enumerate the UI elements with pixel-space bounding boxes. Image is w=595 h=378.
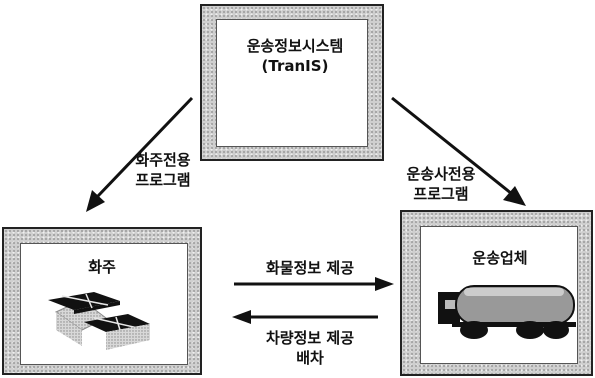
arrow-freight-info [234, 277, 394, 291]
vehicle-info-label: 차량정보 제공 [265, 329, 355, 347]
system-title: 운송정보시스템 [246, 37, 344, 55]
carrier-title: 운송업체 [472, 249, 528, 267]
boxes-icon [48, 292, 150, 350]
carrier-program-label-1: 운송사전용 [406, 165, 476, 183]
dispatch-label: 배차 [296, 349, 324, 367]
arrow-vehicle-info [232, 310, 378, 324]
truck-icon [438, 285, 576, 339]
system-subtitle: (TranIS) [261, 57, 329, 75]
system-box-inner [216, 19, 368, 147]
carrier-program-label-2: 프로그램 [413, 185, 469, 203]
freight-info-label: 화물정보 제공 [265, 259, 355, 277]
system-box [200, 4, 384, 161]
arrow-system-to-carrier [391, 96, 526, 206]
carrier-box [400, 210, 593, 376]
shipper-title: 화주 [88, 258, 116, 276]
arrow-system-to-shipper [86, 96, 194, 212]
shipper-program-label-1: 화주전용 [135, 151, 191, 169]
shipper-program-label-2: 프로그램 [135, 171, 191, 189]
